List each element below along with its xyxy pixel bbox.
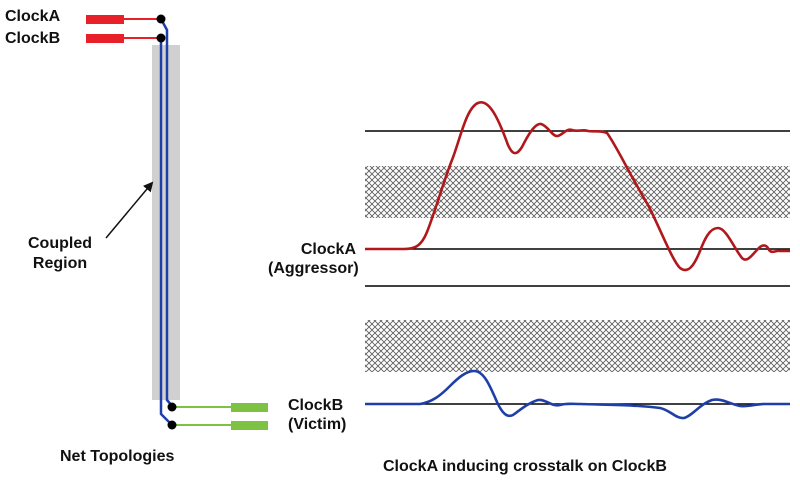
- coupled-region-label-line2: Region: [32, 255, 88, 272]
- victim-label-name: ClockB: [288, 397, 344, 414]
- clockb-net-label: ClockB: [5, 30, 61, 47]
- victim-label-role: (Victim): [288, 416, 347, 433]
- coupled-region-arrow: [105, 181, 154, 239]
- clockb-load-node: [167, 420, 177, 430]
- crosstalk-caption: ClockA inducing crosstalk on ClockB: [383, 458, 667, 475]
- clocka-driver: [86, 15, 158, 24]
- clockb-driver: [86, 34, 158, 43]
- clocka-receiver: [172, 403, 268, 412]
- coupled-region-label: Coupled Region: [22, 234, 98, 274]
- clockb-trace: [159, 38, 173, 426]
- coupled-region-label-line1: Coupled: [28, 235, 92, 252]
- aggressor-label: ClockA (Aggressor): [268, 240, 359, 278]
- aggressor-label-role: (Aggressor): [268, 260, 359, 277]
- aggressor-label-name: ClockA: [300, 241, 356, 258]
- clockb-receiver: [172, 421, 268, 430]
- aggressor-noise-band: [365, 166, 790, 218]
- clockb-victim-waveform: [365, 369, 790, 420]
- victim-noise-band: [365, 320, 790, 372]
- clocka-aggressor-waveform: [365, 101, 790, 272]
- clocka-source-node: [156, 14, 166, 24]
- net-topologies-caption: Net Topologies: [60, 448, 175, 465]
- victim-label: ClockB (Victim): [288, 396, 346, 434]
- clocka-net-label: ClockA: [5, 8, 61, 25]
- clockb-source-node: [156, 33, 166, 43]
- clocka-load-node: [167, 402, 177, 412]
